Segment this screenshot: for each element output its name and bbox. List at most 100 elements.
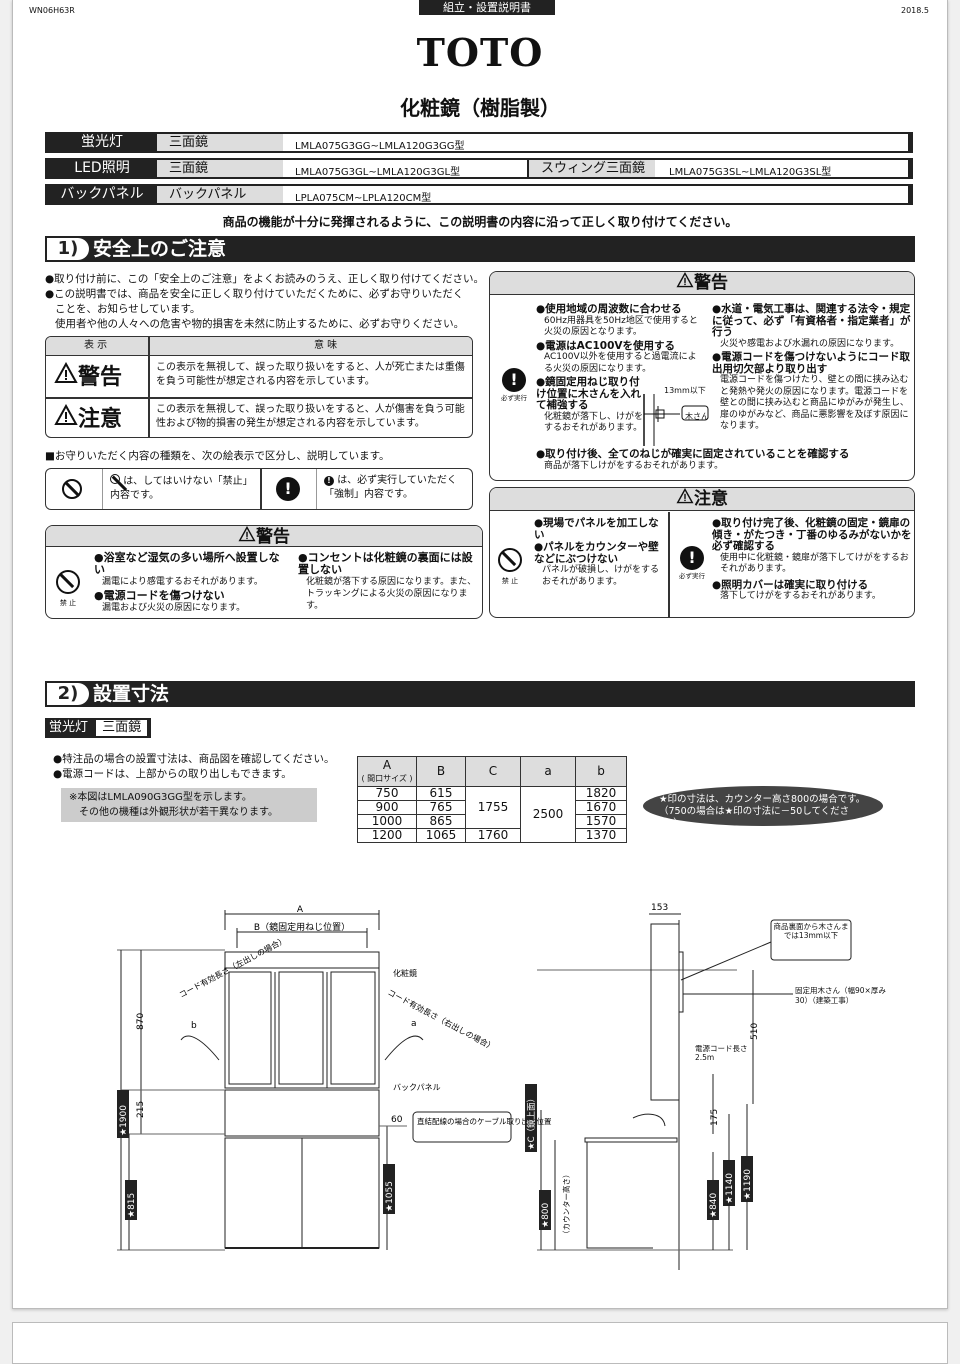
counter-height-label: （カウンター高さ） <box>561 1171 571 1239</box>
symbols-intro: ■お守りいただく内容の種類を、次の絵表示で区分し、説明しています。 <box>45 450 390 462</box>
intro-line: ことを、お知らせしています。 <box>55 303 201 315</box>
model-type: バックパネル <box>157 186 283 203</box>
model-numbers: LPLA075CM~LPLA120CM型 <box>295 193 432 204</box>
section-2-header: 2)設置寸法 <box>45 681 915 707</box>
model-row-led: LED照明 三面鏡 LMLA075G3GL~LMLA120G3GL型 スウィング… <box>45 158 913 179</box>
warning-item-title: ●水道・電気工事は、関連する法令・規定に従って、必ず「有資格者・指定業者」が行う <box>712 303 911 338</box>
model-type: 三面鏡 <box>157 160 283 177</box>
legend-caution: 注意 <box>54 401 122 433</box>
svg-text:★1900: ★1900 <box>119 1105 129 1136</box>
must-do-icon: ! <box>276 477 300 501</box>
dim-1055-badge: ★1055 <box>383 1164 395 1214</box>
model-numbers: LMLA075G3GG~LMLA120G3GG型 <box>295 141 465 152</box>
dim-A: A <box>297 905 304 915</box>
caution-item-desc: 使用中に化粧鏡・鏡扉が落下してけがをするおそれがあります。 <box>720 552 909 575</box>
warning-item-title: ●電源コードを傷つけないようにコード取出用切欠部より取り出す <box>712 351 910 375</box>
document-page: WN06H63R 組立・設置説明書 2018.5 TOTO 化粧鏡（樹脂製） 蛍… <box>12 0 948 1309</box>
section-number: 2) <box>47 683 89 705</box>
intro-line: ●この説明書では、商品を安全に正しく取り付けていただくために、必ずお守りいただく <box>45 288 464 300</box>
warning-item-title: ●電源はAC100Vを使用する <box>536 339 676 352</box>
fig-kisan-label: 木さん <box>685 412 709 421</box>
warning-box-left: 警告 禁 止 ●浴室など湿気の多い場所へ設置しない 漏電により感電するおそれがあ… <box>45 525 483 619</box>
section-title: 安全上のご注意 <box>93 238 227 260</box>
tag-type: 三面鏡 <box>96 720 148 736</box>
warning-item-desc: 電源コードを傷つけたり、壁との間に挟み込むと発熱や発火の原因になります。電源コー… <box>720 375 909 431</box>
table-row: 1000 865 1570 <box>357 814 627 829</box>
cord-left-b: b <box>191 1021 197 1031</box>
warning-item-desc: 化粧鏡が落下し、けがをするおそれがあります。 <box>544 411 644 434</box>
warning-triangle-icon <box>54 361 78 383</box>
dim-C-badge: ★C（鏡上面） <box>525 1084 537 1152</box>
section-2-notes: ●特注品の場合の設置寸法は、商品図を確認してください。 ●電源コードは、上部から… <box>53 752 353 782</box>
warning-item-desc: AC100V以外を使用すると過電流による火災の原因になります。 <box>544 352 697 374</box>
doc-date: 2018.5 <box>901 6 929 15</box>
warning-triangle-icon <box>676 271 694 288</box>
page-title: 化粧鏡（樹脂製） <box>400 96 560 120</box>
usage-notice: 商品の機能が十分に発揮されるように、この説明書の内容に沿って正しく取り付けてくだ… <box>222 215 738 229</box>
dim-1900-badge: ★1900 <box>117 1090 129 1138</box>
svg-text:★C（鏡上面）: ★C（鏡上面） <box>526 1094 537 1150</box>
model-category: 蛍光灯 <box>47 134 157 151</box>
warning-item-title: ●鏡固定用ねじ取り付け位置に木さんを入れて補強する <box>536 376 641 411</box>
warning-item-title: ●取り付け後、全てのねじが確実に固定されていることを確認する <box>536 448 850 460</box>
box-head-label: 警告 <box>694 273 728 293</box>
table-row: 1200 1065 1760 1370 <box>357 828 627 843</box>
legend-col-meaning: 意 味 <box>314 340 338 351</box>
intro-line: 使用者や他の人々への危害や物的損害を未然に防止するために、必ずお守りください。 <box>55 318 465 330</box>
must-do-icon: ! <box>680 546 704 570</box>
must-legend: ! は、必ず実行していただく「強制」内容です。 <box>324 475 457 500</box>
dim-175: 175 <box>710 1109 720 1126</box>
section-1-header: 1)安全上のご注意 <box>45 236 915 262</box>
section-number: 1) <box>47 238 89 260</box>
warning-triangle-icon <box>238 525 256 542</box>
dim-1140-badge: ★1140 <box>723 1160 735 1206</box>
brand-logo: TOTO <box>416 30 544 75</box>
power-cord-label: 電源コード長さ2.5m <box>695 1044 748 1062</box>
svg-text:★815: ★815 <box>127 1193 137 1218</box>
table-row: 750 615 1755 2500 1820 <box>357 786 627 843</box>
prohibit-legend: は、してはいけない「禁止」内容です。 <box>110 474 253 501</box>
installation-drawing: A B（鏡固定用ねじ位置） 化粧鏡 コード有効長さ（左出しの場合） b コード有… <box>117 903 886 1270</box>
box-head-label: 注意 <box>694 489 728 509</box>
section-title: 設置寸法 <box>93 683 170 705</box>
back-note: 商品裏面から木さんまでは13mm以下 <box>773 922 849 940</box>
box-head-label: 警告 <box>256 527 290 547</box>
dim-215: 215 <box>136 1101 146 1118</box>
warning-item-title: ●使用地域の周波数に合わせる <box>536 303 682 315</box>
dim-B-label: B（鏡固定用ねじ位置） <box>254 921 350 933</box>
model-type-swing: スウィング三面鏡 <box>527 160 655 177</box>
prohibit-icon <box>56 570 80 594</box>
kisan-label-box <box>681 405 709 421</box>
icon-caption: 禁 止 <box>501 577 519 585</box>
warning-item-title: ●コンセントは化粧鏡の裏面には設置しない <box>298 551 473 576</box>
model-row-backpanel: バックパネル バックパネル LPLA075CM~LPLA120CM型 <box>45 184 913 205</box>
caution-item-desc: 落下してけがをするおそれがあります。 <box>720 591 881 601</box>
symbols-box: は、してはいけない「禁止」内容です。 ! ! は、必ず実行していただく「強制」内… <box>45 468 473 510</box>
prohibit-icon <box>498 548 522 572</box>
tag-category: 蛍光灯 <box>49 720 89 735</box>
note-line: ※本図はLMLA090G3GG型を示します。 <box>69 792 252 803</box>
warning-item-title: ●浴室など湿気の多い場所へ設置しない <box>94 551 280 576</box>
caution-triangle-icon <box>54 403 78 425</box>
model-type: 三面鏡 <box>157 134 283 151</box>
dim-800-badge: ★800 <box>539 1190 551 1230</box>
dim-815-badge: ★815 <box>125 1180 137 1220</box>
icon-caption: 必ず実行 <box>501 394 527 402</box>
svg-text:★1055: ★1055 <box>385 1181 395 1212</box>
dimension-table: A( 間口サイズ ) B C a b 750 615 1755 2500 182… <box>357 756 627 843</box>
note-line: ●電源コードは、上部からの取り出しもできます。 <box>53 768 292 780</box>
counter-height-note: ★印の寸法は、カウンター高さ800の場合です。 （750の場合は★印の寸法に－5… <box>643 786 883 829</box>
table-header: C <box>465 756 521 787</box>
svg-text:★800: ★800 <box>541 1202 551 1228</box>
warning-item-desc: 60Hz用器具を50Hz地区で使用すると火災の原因となります。 <box>544 315 698 338</box>
cord-right-a: a <box>411 1019 417 1029</box>
dim-153: 153 <box>651 903 668 913</box>
safety-intro: ●取り付け前に、この「安全上のご注意」をよくお読みのうえ、正しく取り付けてくださ… <box>45 272 485 332</box>
caution-item-title: ●照明カバーは確実に取り付ける <box>712 578 869 591</box>
doc-code: WN06H63R <box>29 6 75 15</box>
legend-warning: 警告 <box>54 359 122 391</box>
caution-item-title: ●取り付け完了後、化粧鏡の固定・鏡扉の傾き・がたつき・丁番のゆるみがないかを必ず… <box>712 517 912 552</box>
note-line: ●特注品の場合の設置寸法は、商品図を確認してください。 <box>53 753 335 765</box>
table-header: A( 間口サイズ ) <box>357 756 417 787</box>
backpanel-label: バックパネル <box>393 1083 441 1092</box>
